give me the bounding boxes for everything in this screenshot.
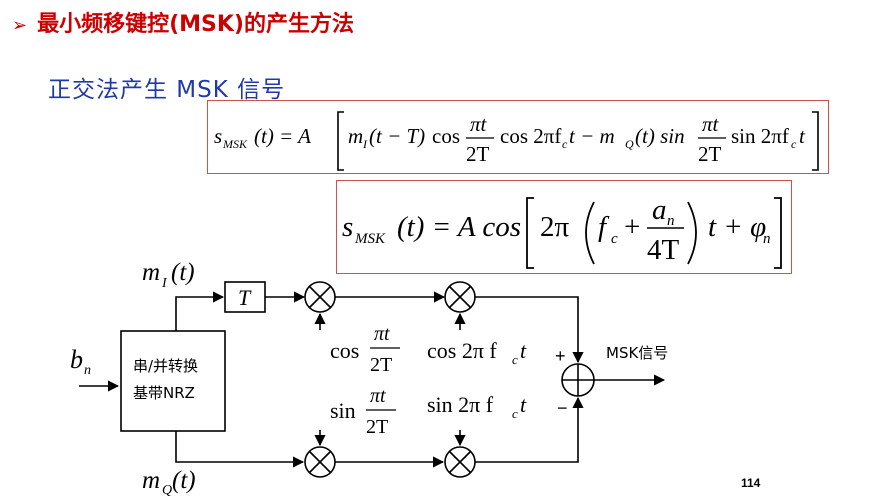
f1-lhs: s [214, 124, 222, 148]
f1-sin2: sin 2πf [731, 124, 789, 148]
carrier-cos-t: t [520, 338, 527, 363]
heading-text: 最小频移键控(MSK)的产生方法 [37, 12, 354, 37]
f1-mi-arg: (t − T) [369, 124, 425, 148]
f2-lhs-arg: (t) = A cos [397, 211, 521, 243]
formula-box-1 [207, 100, 829, 174]
input-bn-sub: n [84, 363, 91, 378]
f1-frac1-num: πt [470, 112, 488, 136]
delay-label: T [238, 285, 252, 310]
f1-frac2-den: 2T [698, 142, 722, 166]
f1-t2: t [799, 124, 806, 148]
formula-1: s MSK (t) = A m I (t − T) cos πt 2T cos … [214, 111, 819, 171]
f2-f: f [598, 211, 610, 243]
carrier-sin-sub: c [512, 406, 518, 421]
carrier-cos-sub: c [512, 352, 518, 367]
f1-cos1: cos [432, 124, 460, 148]
f1-mi-sub: I [362, 137, 368, 151]
carrier-sin-t: t [520, 392, 527, 417]
mi-sub: I [161, 276, 168, 291]
sin-num: πt [370, 385, 386, 407]
slide-heading: ➢ 最小频移键控(MSK)的产生方法 [12, 6, 354, 38]
mq-arg: (t) [172, 467, 196, 494]
f2-frac-den: 4T [647, 234, 680, 266]
f1-t1: t − m [569, 124, 615, 148]
converter-line-2: 基带NRZ [133, 384, 195, 402]
sin-label: sin [330, 398, 356, 423]
arrow-bullet-icon: ➢ [12, 15, 28, 36]
f1-q-sub: Q [625, 137, 634, 151]
minus-sign: − [557, 398, 568, 418]
delay-block [224, 281, 266, 313]
serial-parallel-converter-block [120, 330, 226, 432]
section-subheading: 正交法产生 MSK 信号 [48, 77, 286, 103]
page-number: 114 [741, 476, 761, 490]
f1-cos2: cos 2πf [500, 124, 561, 148]
carrier-cos: cos 2π f [427, 338, 497, 363]
f2-frac-num-sub: n [667, 213, 675, 229]
formula-box-2 [336, 180, 792, 274]
formula-2: s MSK (t) = A cos 2π f c + a n 4T t + φ … [342, 194, 782, 269]
cos-label: cos [330, 338, 359, 363]
input-bn: b [70, 345, 83, 374]
f2-lhs: s [342, 211, 353, 243]
converter-line-1: 串/并转换 [133, 357, 198, 375]
plus-sign: + [555, 346, 566, 366]
f1-mi: m [348, 124, 363, 148]
f2-two-pi: 2π [540, 211, 570, 243]
f2-lhs-sub: MSK [354, 231, 386, 247]
f2-frac-num: a [652, 194, 667, 226]
block-diagram [79, 281, 666, 478]
f2-phi-sub: n [763, 231, 771, 247]
mi-label: m [142, 259, 160, 286]
f1-c1: c [562, 137, 568, 151]
sin-den: 2T [366, 416, 388, 438]
output-label: MSK信号 [606, 344, 668, 362]
f2-t-plus: t + φ [708, 211, 766, 243]
f1-c2: c [791, 137, 797, 151]
f2-plus: + [624, 211, 640, 243]
f2-c: c [611, 231, 618, 247]
f1-mq-arg: (t) sin [635, 124, 685, 148]
f1-frac1-den: 2T [466, 142, 490, 166]
cos-den: 2T [370, 354, 392, 376]
mq-label: m [142, 467, 160, 494]
cos-num: πt [374, 323, 390, 345]
f1-lhs-arg: (t) = A [254, 124, 311, 148]
mq-sub: Q [162, 483, 172, 498]
carrier-sin: sin 2π f [427, 392, 494, 417]
diagram-labels: b n 串/并转换 基带NRZ m I (t) m Q (t) T cos πt… [70, 259, 668, 498]
f1-lhs-sub: MSK [222, 137, 248, 151]
mi-arg: (t) [171, 259, 195, 286]
f1-frac2-num: πt [702, 112, 720, 136]
